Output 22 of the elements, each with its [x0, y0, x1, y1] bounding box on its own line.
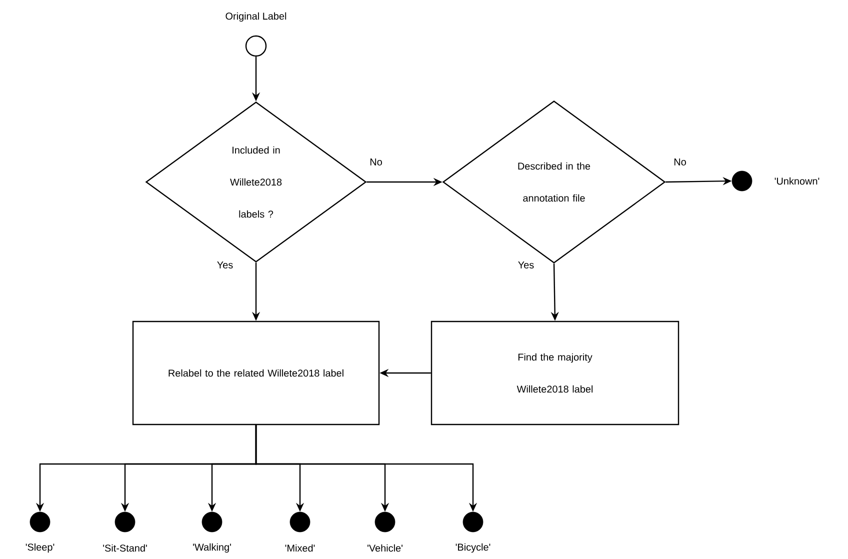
node-caption: 'Unknown': [774, 177, 820, 185]
end-dot: [290, 512, 310, 532]
node-caption: 'Sit-Stand': [103, 544, 147, 552]
node-caption: 'Mixed': [285, 544, 315, 552]
node-caption: Original Label: [226, 12, 286, 22]
end-dot: [462, 512, 484, 532]
end-dot: [30, 512, 50, 532]
node-caption: 'Walking': [193, 543, 231, 553]
node-caption: 'Vehicle': [368, 544, 402, 552]
node-caption: 'Sleep': [26, 543, 54, 553]
edge-label: Yes: [217, 262, 233, 268]
node-caption: 'Bicycle': [456, 543, 490, 553]
end-dot: [202, 512, 222, 532]
process-box: Relabel to the related Willete2018 label: [132, 320, 380, 426]
edge-label: Yes: [518, 262, 534, 268]
start-circle: [245, 35, 267, 57]
end-dot: [374, 512, 396, 532]
process-box: Find the majority Willete2018 label: [430, 320, 680, 426]
edge-label: No: [674, 158, 686, 166]
edge-label: No: [370, 158, 382, 166]
end-dot: [114, 512, 136, 532]
end-dot: [732, 170, 752, 192]
